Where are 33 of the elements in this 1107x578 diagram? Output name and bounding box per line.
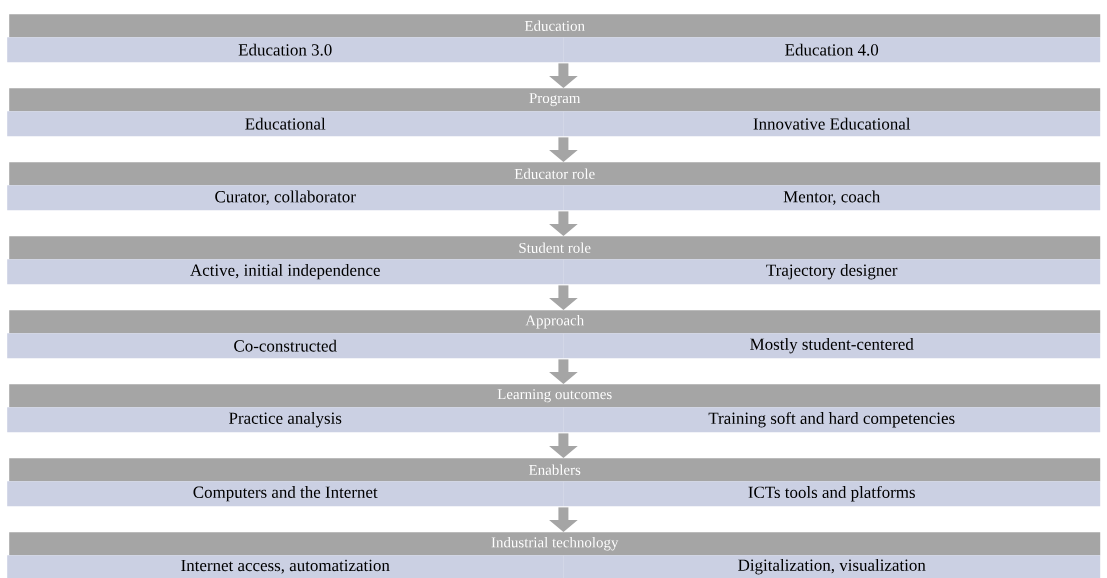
table-cell: Curator, collaborator xyxy=(7,185,564,211)
table-cell: Mostly student-centered xyxy=(563,333,1101,359)
category-header-bar: Education xyxy=(9,14,1101,38)
node-label: Internet access, automatization xyxy=(181,559,390,574)
node-label: Computers and the Internet xyxy=(193,486,378,502)
node-label: Practice analysis xyxy=(229,411,342,428)
node-label: Active, initial independence xyxy=(190,264,380,280)
table-cell: ICTs tools and platforms xyxy=(563,481,1101,507)
node-label: Trajectory designer xyxy=(766,263,898,280)
node-label: Educational xyxy=(245,117,326,130)
table-cell: Training soft and hard competencies xyxy=(563,407,1101,433)
table-cell: Innovative Educational xyxy=(563,111,1101,137)
table-cell: Education 3.0 xyxy=(7,37,564,63)
node-label: Mostly student-centered xyxy=(750,337,914,354)
table-cell: Education 4.0 xyxy=(563,37,1101,63)
node-label: Education 4.0 xyxy=(785,43,879,56)
node-label: Co-constructed xyxy=(234,339,337,352)
table-cell: Active, initial independence xyxy=(7,259,564,285)
table-cell: Internet access, automatization xyxy=(7,555,564,578)
table-cell: Trajectory designer xyxy=(563,259,1101,285)
node-label: Training soft and hard competencies xyxy=(708,411,955,428)
table-cell: Educational xyxy=(7,111,564,137)
table-cell: Co-constructed xyxy=(7,333,564,359)
node-label: Education 3.0 xyxy=(238,43,332,56)
node-label: Digitalization, visualization xyxy=(738,558,926,575)
node-label: Innovative Educational xyxy=(753,117,911,130)
table-cell: Mentor, coach xyxy=(563,185,1101,211)
table-cell: Digitalization, visualization xyxy=(563,555,1101,578)
table-cell: Practice analysis xyxy=(7,407,564,433)
node-label: Curator, collaborator xyxy=(215,190,356,205)
node-label: Mentor, coach xyxy=(783,190,881,205)
node-label: ICTs tools and platforms xyxy=(748,485,915,502)
table-cell: Computers and the Internet xyxy=(7,481,564,507)
